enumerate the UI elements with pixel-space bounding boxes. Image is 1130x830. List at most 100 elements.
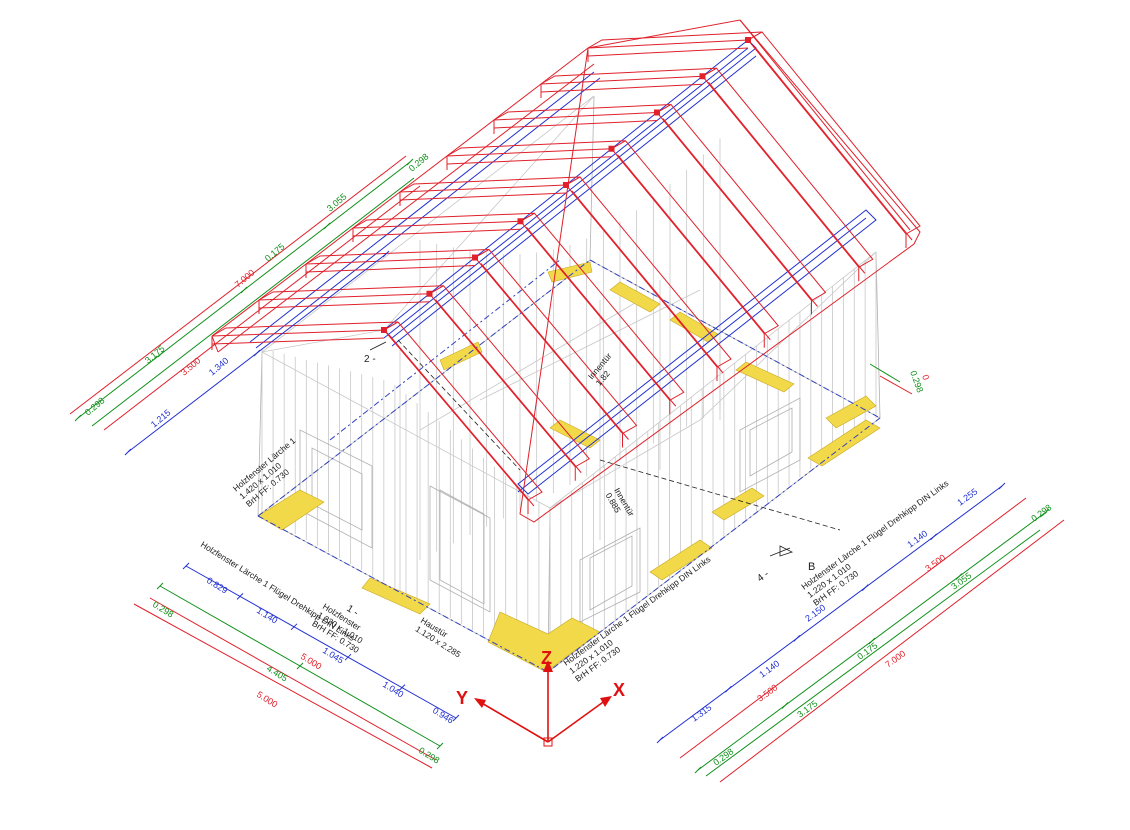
rafter-left-edge	[211, 337, 385, 345]
axis-triad: Z Y X	[456, 648, 625, 747]
rafter-connection	[517, 218, 524, 225]
dimension-value: 1.315	[689, 702, 713, 723]
dimension-tick	[406, 158, 414, 166]
dimension-tick	[236, 593, 244, 600]
dimension-value: 0.298	[151, 599, 175, 619]
rafter-connection	[654, 109, 660, 116]
rafter-right	[519, 212, 685, 401]
dimension-value: 0.298	[908, 369, 925, 394]
dimension-value: 3.500	[923, 552, 947, 573]
dimension-value: 5.000	[299, 651, 323, 671]
dimension-tick	[868, 637, 876, 645]
dimension-tick	[240, 286, 248, 294]
dimension-tick	[998, 482, 1006, 490]
dimension-tick	[290, 623, 298, 631]
dimension-tick	[793, 635, 801, 642]
dimension-tick	[930, 533, 937, 541]
rafter-left	[493, 104, 672, 121]
rafter-right	[610, 140, 780, 335]
dimension-tick	[323, 222, 331, 230]
rafter-right-edge	[662, 118, 818, 307]
dimension-lines	[69, 155, 1065, 783]
dimension-tick	[124, 448, 132, 456]
dimension-value: 3.500	[755, 682, 779, 703]
rafter-left	[399, 176, 581, 193]
dimension-tick	[694, 766, 702, 774]
dimension-value: 1.140	[255, 605, 279, 625]
rafter-connection	[563, 182, 569, 188]
dimension-value: 1.215	[149, 407, 173, 429]
rafters	[211, 31, 921, 514]
rafter-left-edge	[587, 47, 749, 57]
dimension-tick	[452, 714, 460, 722]
rafter-connection	[381, 327, 387, 333]
rafter-left	[446, 140, 626, 157]
rafter-right-edge	[435, 299, 582, 474]
rafter-connection	[699, 73, 706, 80]
dimension-tick	[156, 582, 164, 590]
rafter-left	[211, 321, 399, 337]
dimension-value: 5.000	[255, 689, 279, 709]
rafter-right	[383, 321, 543, 501]
section-lines	[369, 339, 841, 557]
dashed-reference-lines	[257, 259, 881, 673]
dimension-tick	[955, 573, 963, 580]
axis-x-label: X	[613, 680, 625, 700]
dimension-value: 3.175	[143, 343, 167, 365]
wall-base-sills	[257, 261, 881, 673]
dimension-value: 1.340	[207, 355, 231, 377]
rafter-right-edge	[753, 45, 913, 241]
rafter-right	[701, 67, 874, 268]
element-label: Holzfenster Lärche 1 Flügel Drehkipp DIN…	[799, 478, 950, 608]
dimension-value: 0.298	[1029, 502, 1053, 523]
rafter-right	[656, 103, 827, 302]
rafter-right-edge	[617, 154, 771, 341]
rafter-left-edge	[446, 156, 612, 165]
rafter-right	[428, 285, 591, 468]
rafter-connection	[426, 290, 433, 297]
axis-z-label: Z	[541, 648, 552, 668]
rafter-left	[587, 31, 763, 49]
dimension-value: 3.500	[179, 355, 203, 377]
dimension-tick	[1042, 508, 1050, 516]
rafter-connection	[745, 37, 751, 43]
rafter-left-edge	[493, 120, 658, 129]
dimension-tick	[344, 653, 352, 661]
dimension-value: 1.140	[905, 528, 929, 549]
dimension-tick	[382, 250, 390, 258]
dimension-value: 1.140	[757, 658, 781, 679]
dimension-tick	[296, 662, 304, 670]
rafter-right	[747, 31, 921, 235]
rafter-left	[305, 249, 490, 265]
dimension-value: 0	[920, 373, 931, 381]
dimension-value: 7.000	[883, 648, 907, 669]
dimension-value: 0.298	[407, 151, 431, 173]
rafter-connection	[472, 254, 478, 261]
rafter-right-edge	[571, 190, 724, 374]
dimension-tick	[74, 414, 82, 422]
dimension-value: 0.175	[855, 640, 879, 661]
rafter-right-edge	[480, 263, 629, 440]
stud-lines	[261, 138, 877, 672]
rafter-left-edge	[258, 301, 430, 309]
dimension-value: 1.255	[955, 486, 979, 507]
rafter-right	[565, 176, 732, 368]
rafter-right-edge	[389, 335, 535, 507]
dimension-value: 0.946	[431, 705, 455, 725]
rafter-left-edge	[305, 265, 476, 273]
rafter-right-edge	[526, 226, 677, 407]
dimension-tick	[656, 736, 664, 744]
rafter-left	[540, 67, 717, 85]
dimension-tick	[436, 742, 444, 750]
dimension-tick	[253, 349, 261, 357]
dimension-tick	[398, 684, 406, 691]
rafter-left-edge	[399, 192, 567, 201]
axis-y-label: Y	[456, 688, 468, 708]
dimension-value: 0.298	[711, 746, 735, 767]
